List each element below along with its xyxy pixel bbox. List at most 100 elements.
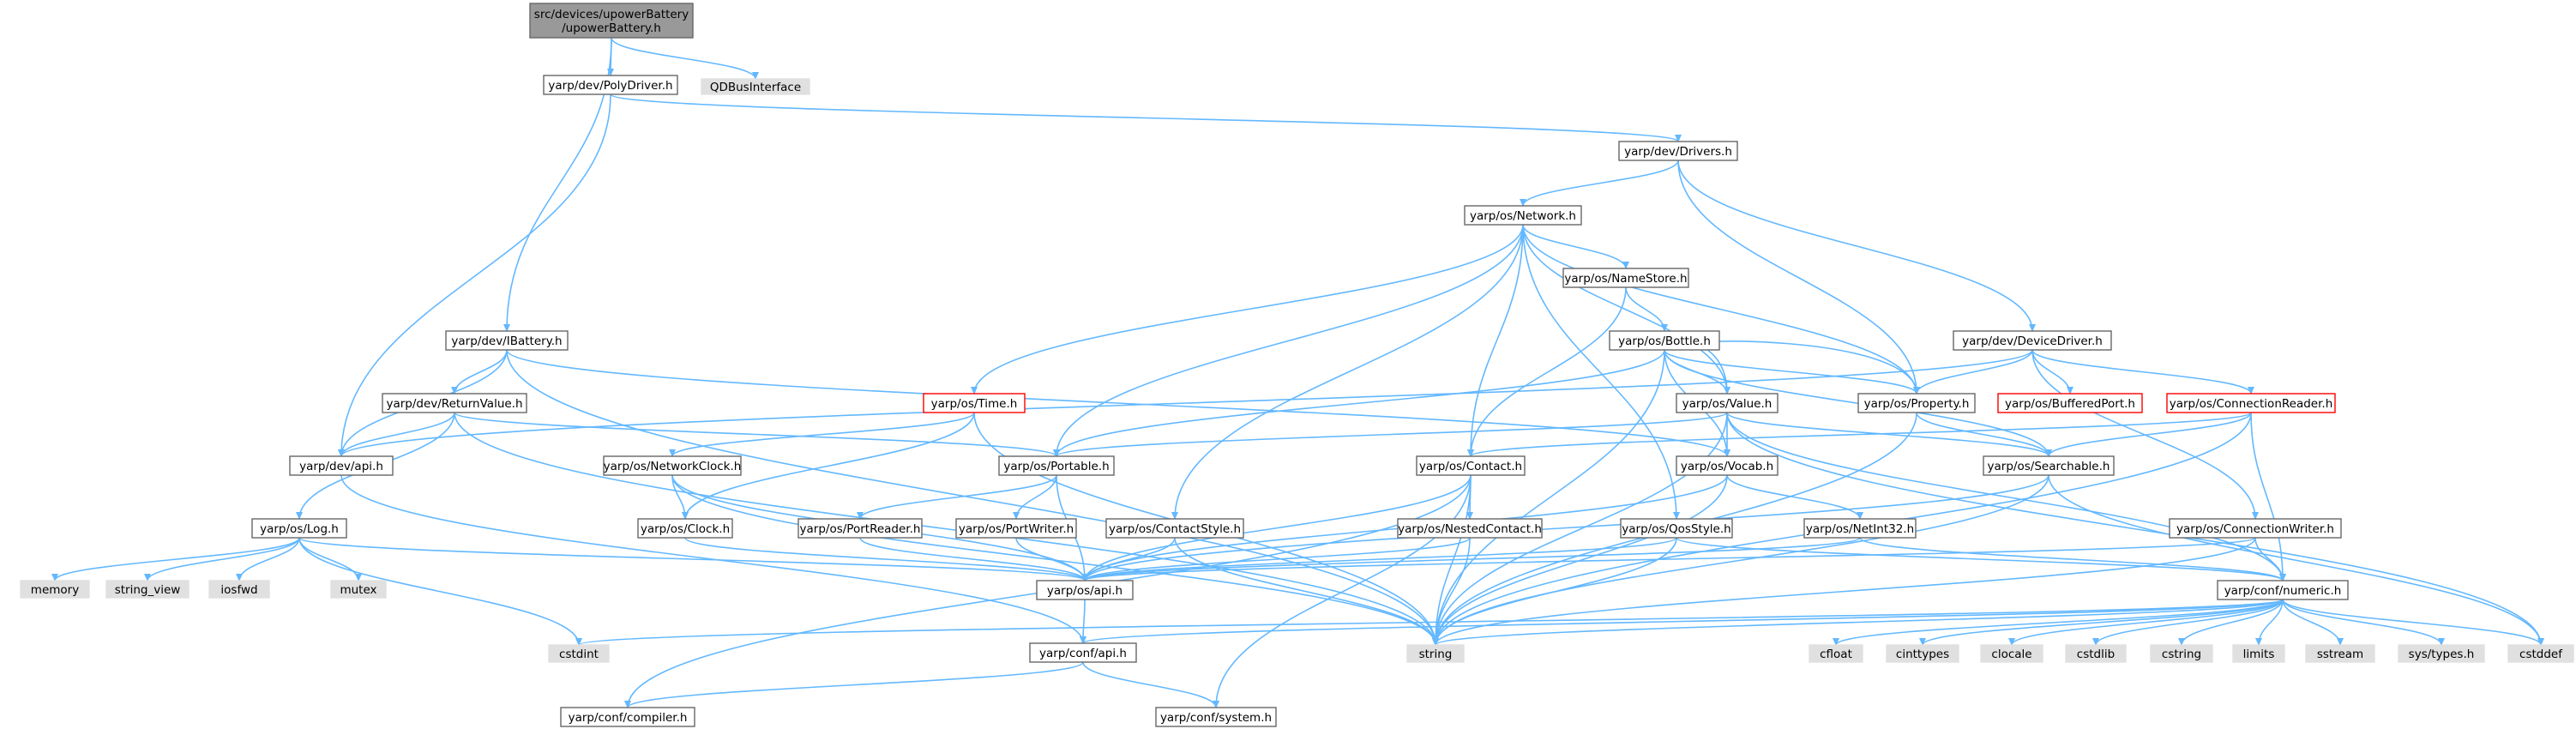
node-label: yarp/conf/numeric.h xyxy=(2224,584,2342,598)
node-label: cstring xyxy=(2162,648,2201,661)
node-drivers[interactable]: yarp/dev/Drivers.h xyxy=(1618,141,1738,161)
edge-polydriver-to-drivers xyxy=(610,93,1682,142)
node-property[interactable]: yarp/os/Property.h xyxy=(1857,393,1976,413)
node-clock[interactable]: yarp/os/Clock.h xyxy=(637,518,733,539)
node-compiler[interactable]: yarp/conf/compiler.h xyxy=(560,707,695,727)
node-network[interactable]: yarp/os/Network.h xyxy=(1464,205,1582,226)
node-box xyxy=(1406,644,1465,663)
node-box xyxy=(1036,580,1134,600)
node-networkclock[interactable]: yarp/os/NetworkClock.h xyxy=(603,455,742,476)
node-label: yarp/os/ConnectionReader.h xyxy=(2170,397,2333,411)
node-value[interactable]: yarp/os/Value.h xyxy=(1676,393,1779,413)
node-bufferedport[interactable]: yarp/os/BufferedPort.h xyxy=(1997,393,2143,413)
node-box xyxy=(382,393,527,413)
node-portreader[interactable]: yarp/os/PortReader.h xyxy=(797,518,923,539)
node-label: limits xyxy=(2243,648,2275,661)
edges-layer xyxy=(51,37,2544,708)
edge-bottle-to-portable xyxy=(1053,349,1665,457)
node-label: yarp/conf/compiler.h xyxy=(569,711,688,725)
node-root[interactable]: src/devices/upowerBattery/upowerBattery.… xyxy=(529,3,694,39)
node-box xyxy=(2169,518,2342,539)
node-cfloat: cfloat xyxy=(1809,644,1863,663)
node-namestore[interactable]: yarp/os/NameStore.h xyxy=(1562,268,1689,288)
node-cstdint: cstdint xyxy=(548,644,610,663)
node-label: yarp/dev/IBattery.h xyxy=(451,334,562,348)
edge-connectionreader-to-contact xyxy=(1467,412,2252,457)
node-box xyxy=(1809,644,1863,663)
node-devapi[interactable]: yarp/dev/api.h xyxy=(289,455,394,476)
edge-returnvalue-to-portable xyxy=(454,412,1060,457)
edge-numeric-to-cstdlib xyxy=(2092,599,2284,646)
node-polydriver[interactable]: yarp/dev/PolyDriver.h xyxy=(543,75,678,95)
edge-network-to-namestore xyxy=(1522,224,1629,269)
edge-namestore-to-contact xyxy=(1467,286,1627,457)
node-box xyxy=(1397,518,1543,539)
node-numeric[interactable]: yarp/conf/numeric.h xyxy=(2217,580,2349,600)
node-portwriter[interactable]: yarp/os/PortWriter.h xyxy=(955,518,1077,539)
edge-netint32-to-numeric xyxy=(1859,537,2286,581)
node-devicedriver[interactable]: yarp/dev/DeviceDriver.h xyxy=(1953,330,2112,351)
node-contact[interactable]: yarp/os/Contact.h xyxy=(1416,455,1526,476)
edge-value-to-searchable xyxy=(1726,412,2052,457)
edge-portable-to-portreader xyxy=(857,474,1057,520)
node-box xyxy=(1886,644,1959,663)
edge-network-to-value xyxy=(1522,224,1730,395)
edge-contact-to-system xyxy=(1213,474,1472,708)
node-box xyxy=(1676,393,1779,413)
edge-network-to-time xyxy=(971,224,1524,395)
node-nestedcontact[interactable]: yarp/os/NestedContact.h xyxy=(1397,518,1543,539)
edge-network-to-property xyxy=(1522,224,1920,395)
node-box xyxy=(1562,268,1689,288)
node-connectionwriter[interactable]: yarp/os/ConnectionWriter.h xyxy=(2169,518,2342,539)
node-box xyxy=(2232,644,2285,663)
node-searchable[interactable]: yarp/os/Searchable.h xyxy=(1983,455,2115,476)
edge-numeric-to-sstream xyxy=(2282,599,2344,646)
edge-ibattery-to-string xyxy=(506,349,1439,646)
node-label: yarp/os/Searchable.h xyxy=(1988,460,2110,473)
node-returnvalue[interactable]: yarp/dev/ReturnValue.h xyxy=(382,393,527,413)
edge-namestore-to-bottle xyxy=(1625,286,1668,332)
edge-devicedriver-to-bufferedport xyxy=(2031,349,2073,395)
edge-confapi-to-compiler xyxy=(624,661,1084,708)
node-label: yarp/dev/ReturnValue.h xyxy=(386,397,522,411)
node-box xyxy=(797,518,923,539)
edge-numeric-to-cinttypes xyxy=(1919,599,2284,646)
node-ibattery[interactable]: yarp/dev/IBattery.h xyxy=(445,330,569,351)
node-label: yarp/os/QosStyle.h xyxy=(1622,522,1730,536)
edge-osapi-to-confapi xyxy=(1080,599,1087,644)
edge-connectionreader-to-searchable xyxy=(2045,412,2252,457)
node-log[interactable]: yarp/os/Log.h xyxy=(251,518,347,539)
node-system[interactable]: yarp/conf/system.h xyxy=(1155,707,1277,727)
node-iosfwd: iosfwd xyxy=(208,580,270,599)
node-label: yarp/os/Log.h xyxy=(260,522,339,536)
node-box xyxy=(330,580,387,599)
node-box xyxy=(1803,518,1917,539)
node-qosstyle[interactable]: yarp/os/QosStyle.h xyxy=(1620,518,1733,539)
node-label: sstream xyxy=(2317,648,2363,661)
node-mutex: mutex xyxy=(330,580,387,599)
node-label: yarp/os/Bottle.h xyxy=(1618,334,1711,348)
node-box xyxy=(2398,644,2485,663)
node-string: string xyxy=(1406,644,1465,663)
edge-devicedriver-to-connectionreader xyxy=(2031,349,2254,395)
node-label: yarp/os/Time.h xyxy=(931,397,1018,411)
node-label: yarp/os/Clock.h xyxy=(641,522,730,536)
node-connectionreader[interactable]: yarp/os/ConnectionReader.h xyxy=(2166,393,2336,413)
node-osapi[interactable]: yarp/os/api.h xyxy=(1036,580,1134,600)
node-netint32[interactable]: yarp/os/NetInt32.h xyxy=(1803,518,1917,539)
edge-contactstyle-to-string xyxy=(1174,537,1439,646)
node-portable[interactable]: yarp/os/Portable.h xyxy=(998,455,1115,476)
node-vocab[interactable]: yarp/os/Vocab.h xyxy=(1676,455,1779,476)
node-contactstyle[interactable]: yarp/os/ContactStyle.h xyxy=(1105,518,1244,539)
node-label: yarp/dev/Drivers.h xyxy=(1624,145,1732,159)
node-label: string xyxy=(1419,648,1453,661)
node-box xyxy=(208,580,270,599)
edge-vocab-to-netint32 xyxy=(1726,474,1863,520)
node-box xyxy=(1620,518,1733,539)
node-time[interactable]: yarp/os/Time.h xyxy=(923,393,1026,413)
node-bottle[interactable]: yarp/os/Bottle.h xyxy=(1609,330,1720,351)
node-confapi[interactable]: yarp/conf/api.h xyxy=(1029,642,1137,663)
node-memory: memory xyxy=(20,580,90,599)
node-systypes: sys/types.h xyxy=(2398,644,2485,663)
edge-numeric-to-limits xyxy=(2255,599,2284,646)
